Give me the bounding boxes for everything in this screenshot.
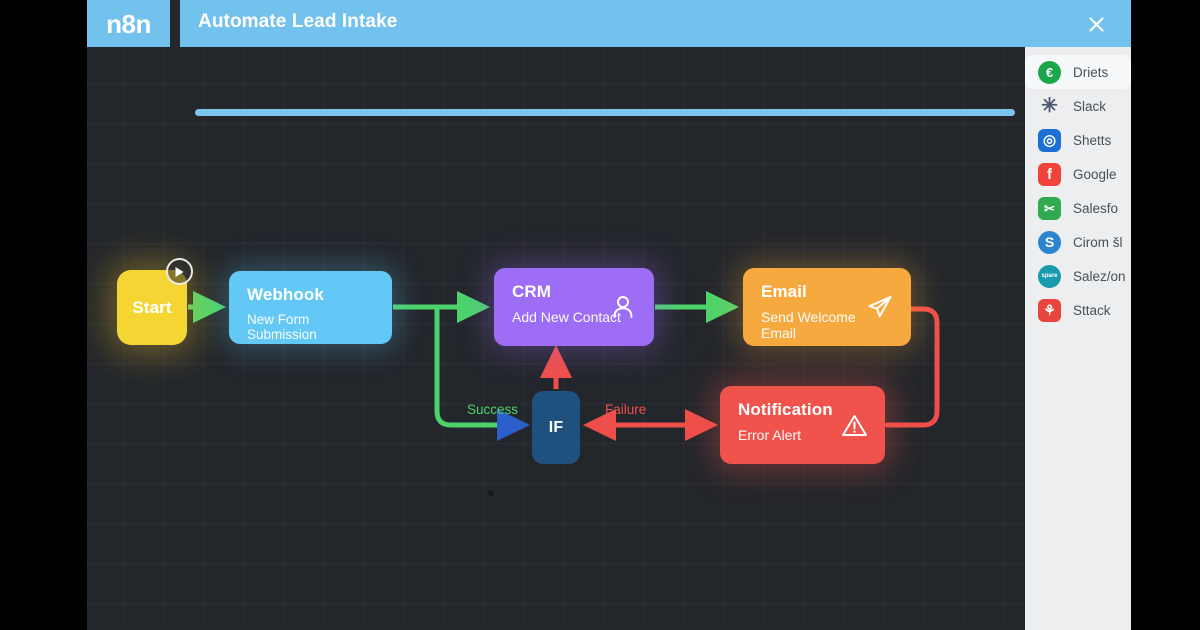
- slack-icon: ✳: [1041, 95, 1058, 117]
- node-notification-subtitle: Error Alert: [738, 427, 802, 443]
- node-crm[interactable]: CRM Add New Contact: [494, 268, 654, 346]
- sidebar-item-label: Salesfo: [1073, 200, 1119, 216]
- sidebar-item-label: Driets: [1073, 64, 1109, 80]
- edge-label-failure: Failure: [605, 402, 647, 417]
- google-icon: f: [1038, 162, 1061, 186]
- sidebar-item-label: Salez/on: [1073, 268, 1126, 284]
- sidebar-item-driets[interactable]: € Driets: [1025, 55, 1131, 89]
- letterbox-right: [1131, 0, 1200, 630]
- sidebar-item-label: Sttack: [1073, 302, 1111, 318]
- sidebar-item-label: Slack: [1073, 98, 1107, 114]
- node-crm-title: CRM: [512, 282, 552, 301]
- user-icon: [608, 292, 638, 322]
- connector-layer: [188, 291, 940, 441]
- brand-text: n8n: [106, 8, 151, 39]
- driets-icon: €: [1038, 60, 1061, 84]
- node-crm-subtitle: Add New Contact: [512, 309, 621, 325]
- progress-fill: [195, 109, 1015, 116]
- node-notification[interactable]: Notification Error Alert: [720, 386, 885, 464]
- salezon-icon: spare: [1038, 264, 1061, 288]
- sidebar-item-google[interactable]: f Google: [1025, 157, 1131, 191]
- node-if[interactable]: IF: [532, 391, 580, 464]
- cirom-icon: S: [1038, 230, 1061, 254]
- shetts-icon: ◎: [1038, 128, 1061, 152]
- play-icon[interactable]: [166, 258, 193, 285]
- node-notification-title: Notification: [738, 400, 833, 419]
- node-if-title: IF: [548, 418, 564, 436]
- app-window: n8n ✸ Automate Lead Intake: [87, 0, 1131, 630]
- sidebar-item-label: Cirom šl: [1073, 234, 1123, 250]
- sidebar-item-label: Google: [1073, 166, 1117, 182]
- node-email-title: Email: [761, 282, 807, 301]
- sttack-icon: ⚘: [1038, 298, 1061, 322]
- edge-label-success: Success: [467, 402, 519, 417]
- node-email[interactable]: Email Send Welcome Email: [743, 268, 911, 346]
- warning-triangle-icon: [839, 410, 869, 440]
- sidebar-item-label: Shetts: [1073, 132, 1112, 148]
- sidebar-item-cirom[interactable]: S Cirom šl: [1025, 225, 1131, 259]
- cursor-dot: [488, 490, 494, 496]
- sidebar-item-shetts[interactable]: ◎ Shetts: [1025, 123, 1131, 157]
- paper-plane-icon: [865, 292, 895, 322]
- salesforce-icon: ✂: [1038, 196, 1061, 220]
- node-palette-sidebar[interactable]: € Driets ✳ Slack ◎ Shetts f Google ✂ S: [1025, 47, 1131, 630]
- node-email-subtitle: Send Welcome Email: [761, 309, 856, 341]
- node-webhook-title: Webhook: [247, 285, 324, 304]
- node-webhook[interactable]: Webhook New Form Submission: [229, 271, 392, 344]
- sidebar-item-salezon[interactable]: spare Salez/on: [1025, 259, 1131, 293]
- letterbox-left: [0, 0, 87, 630]
- sidebar-item-slack[interactable]: ✳ Slack: [1025, 89, 1131, 123]
- sidebar-item-salesforce[interactable]: ✂ Salesfo: [1025, 191, 1131, 225]
- workflow-canvas[interactable]: Success Failure Start Webhook New Form S…: [87, 47, 1131, 625]
- title-divider: [170, 0, 180, 47]
- close-icon[interactable]: [1082, 10, 1110, 38]
- sidebar-item-sttack[interactable]: ⚘ Sttack: [1025, 293, 1131, 327]
- node-start-title: Start: [132, 297, 172, 317]
- n8n-logo[interactable]: n8n ✸: [87, 0, 179, 47]
- page-title: Automate Lead Intake: [198, 11, 398, 32]
- progress-bar: [195, 109, 1015, 116]
- node-webhook-subtitle: New Form Submission: [247, 312, 317, 342]
- title-bar: n8n ✸ Automate Lead Intake: [87, 0, 1131, 47]
